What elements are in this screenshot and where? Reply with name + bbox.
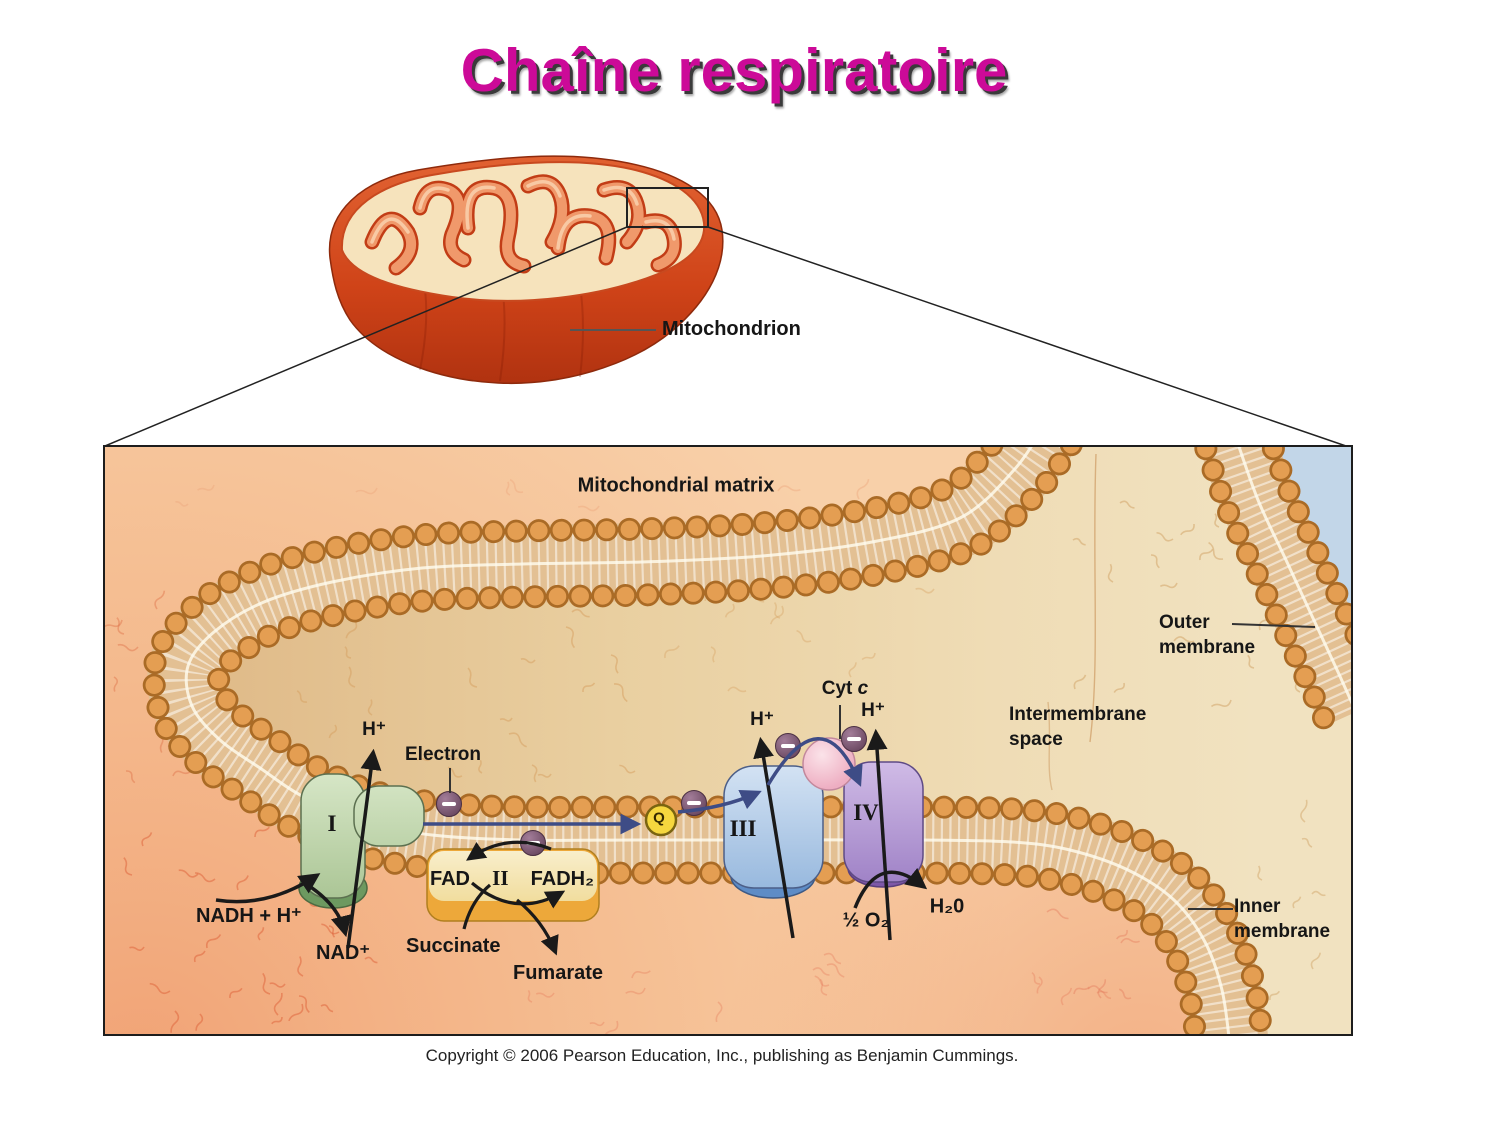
complex-iii-shape [723,765,824,899]
arrow-fad-cycle-bottom [470,881,566,909]
zoom-region-rect [626,187,709,228]
detail-diagram-panel [102,395,1397,1063]
arrow-nadh-to-complex-i [215,873,321,904]
ubiquinone-shape [644,803,678,837]
arrow-o2-to-h2o [853,867,928,909]
complex-i-shape [298,773,425,909]
arrow-fumarate-out [515,898,559,956]
membrane-crease-line [1089,453,1097,743]
reaction-arrows [215,623,1316,956]
arrow-fad-cycle-top [466,840,552,861]
arrow-electron-iii-to-iv [766,737,863,787]
outer-membrane-pointer-line [1231,623,1316,628]
electron-bead [436,791,462,817]
membrane-diagram-canvas [102,395,1397,1063]
membrane-crease-line [1047,701,1053,791]
arrow-to-nad [305,882,352,938]
arrow-electron-q-to-iii [677,789,762,814]
arrow-h-plus-complex-iii [753,736,795,939]
arrow-succinate-in [462,883,492,930]
texture-squiggles [102,473,1326,1038]
arrow-h-plus-complex-iv [866,728,892,941]
page-title: Chaîne respiratoire [460,37,1008,104]
arrow-h-plus-complex-i [346,748,382,949]
electron-bead [841,726,867,752]
complex-ii-shape [426,848,600,922]
phospholipid-membranes [142,395,1397,1063]
projection-line-right [707,226,1347,447]
projection-line-left [104,226,628,447]
cristae [364,174,682,276]
mitochondrion-body [104,155,1347,447]
